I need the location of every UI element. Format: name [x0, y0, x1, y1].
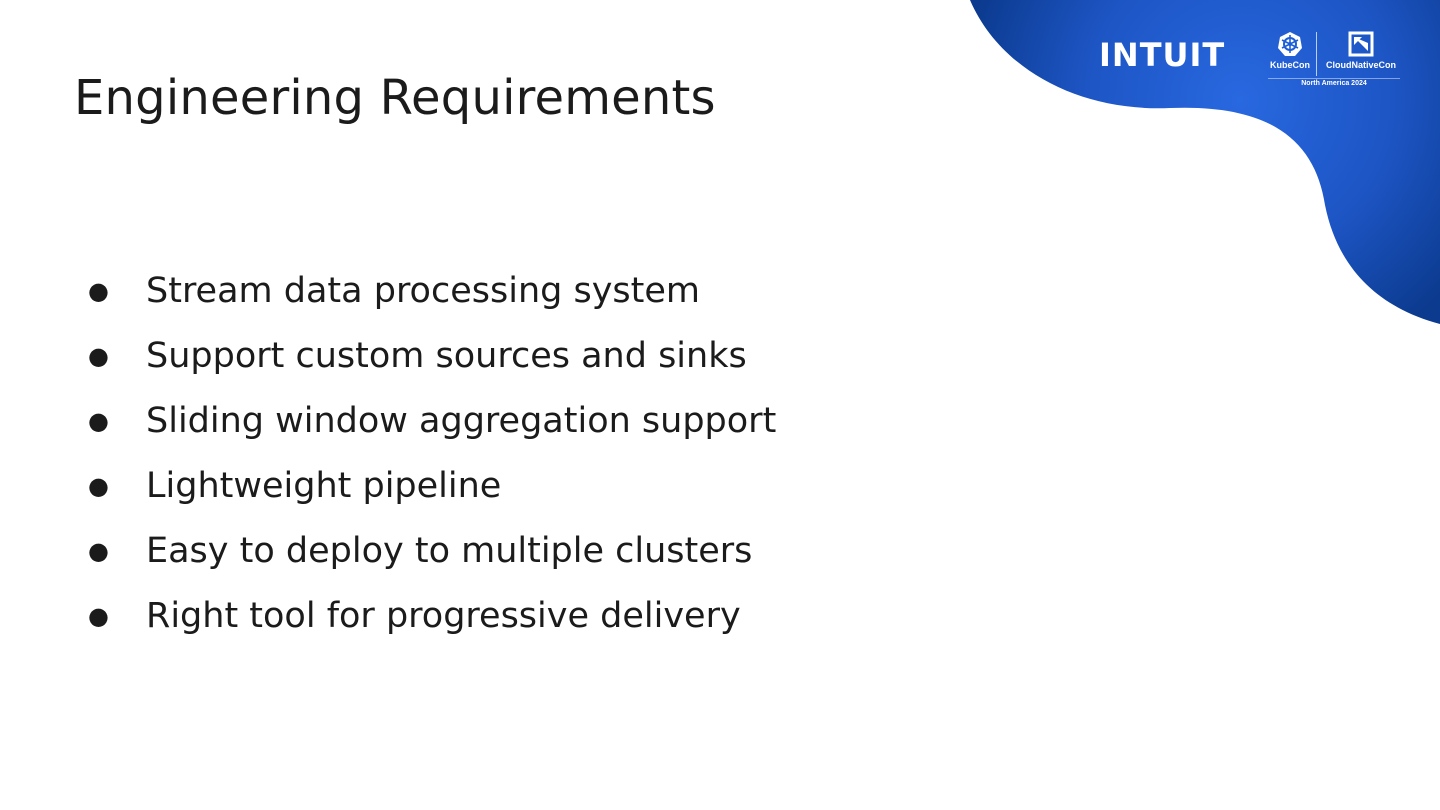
- bullet-text: Easy to deploy to multiple clusters: [146, 530, 753, 571]
- list-item: ● Support custom sources and sinks: [88, 323, 776, 388]
- list-item: ● Right tool for progressive delivery: [88, 583, 776, 648]
- cloudnativecon-label: CloudNativeCon: [1325, 60, 1396, 70]
- bullet-icon: ●: [88, 536, 109, 565]
- bullet-text: Stream data processing system: [146, 270, 701, 311]
- kubecon-label: KubeCon: [1270, 60, 1310, 70]
- intuit-logo: INTUIT: [1099, 36, 1226, 74]
- logo-divider: [1316, 32, 1317, 76]
- bullet-text: Support custom sources and sinks: [146, 335, 747, 376]
- bullet-icon: ●: [88, 471, 109, 500]
- kubecon-mark: KubeCon: [1268, 30, 1312, 70]
- list-item: ● Easy to deploy to multiple clusters: [88, 518, 776, 583]
- list-item: ● Lightweight pipeline: [88, 453, 776, 518]
- cncf-icon: [1322, 30, 1400, 58]
- bullet-text: Lightweight pipeline: [146, 465, 502, 506]
- bullet-icon: ●: [88, 276, 109, 305]
- slide-title: Engineering Requirements: [74, 70, 716, 126]
- bullet-icon: ●: [88, 406, 109, 435]
- event-subtitle: North America 2024: [1268, 78, 1400, 87]
- kubecon-logo: KubeCon CloudNativeCon North America 202…: [1268, 30, 1400, 90]
- list-item: ● Stream data processing system: [88, 258, 776, 323]
- bullet-text: Right tool for progressive delivery: [146, 595, 741, 636]
- list-item: ● Sliding window aggregation support: [88, 388, 776, 453]
- kubernetes-helm-icon: [1268, 30, 1312, 58]
- bullet-icon: ●: [88, 341, 109, 370]
- bullet-list: ● Stream data processing system ● Suppor…: [88, 258, 776, 648]
- cloudnativecon-mark: CloudNativeCon: [1322, 30, 1400, 70]
- bullet-icon: ●: [88, 601, 109, 630]
- bullet-text: Sliding window aggregation support: [146, 400, 777, 441]
